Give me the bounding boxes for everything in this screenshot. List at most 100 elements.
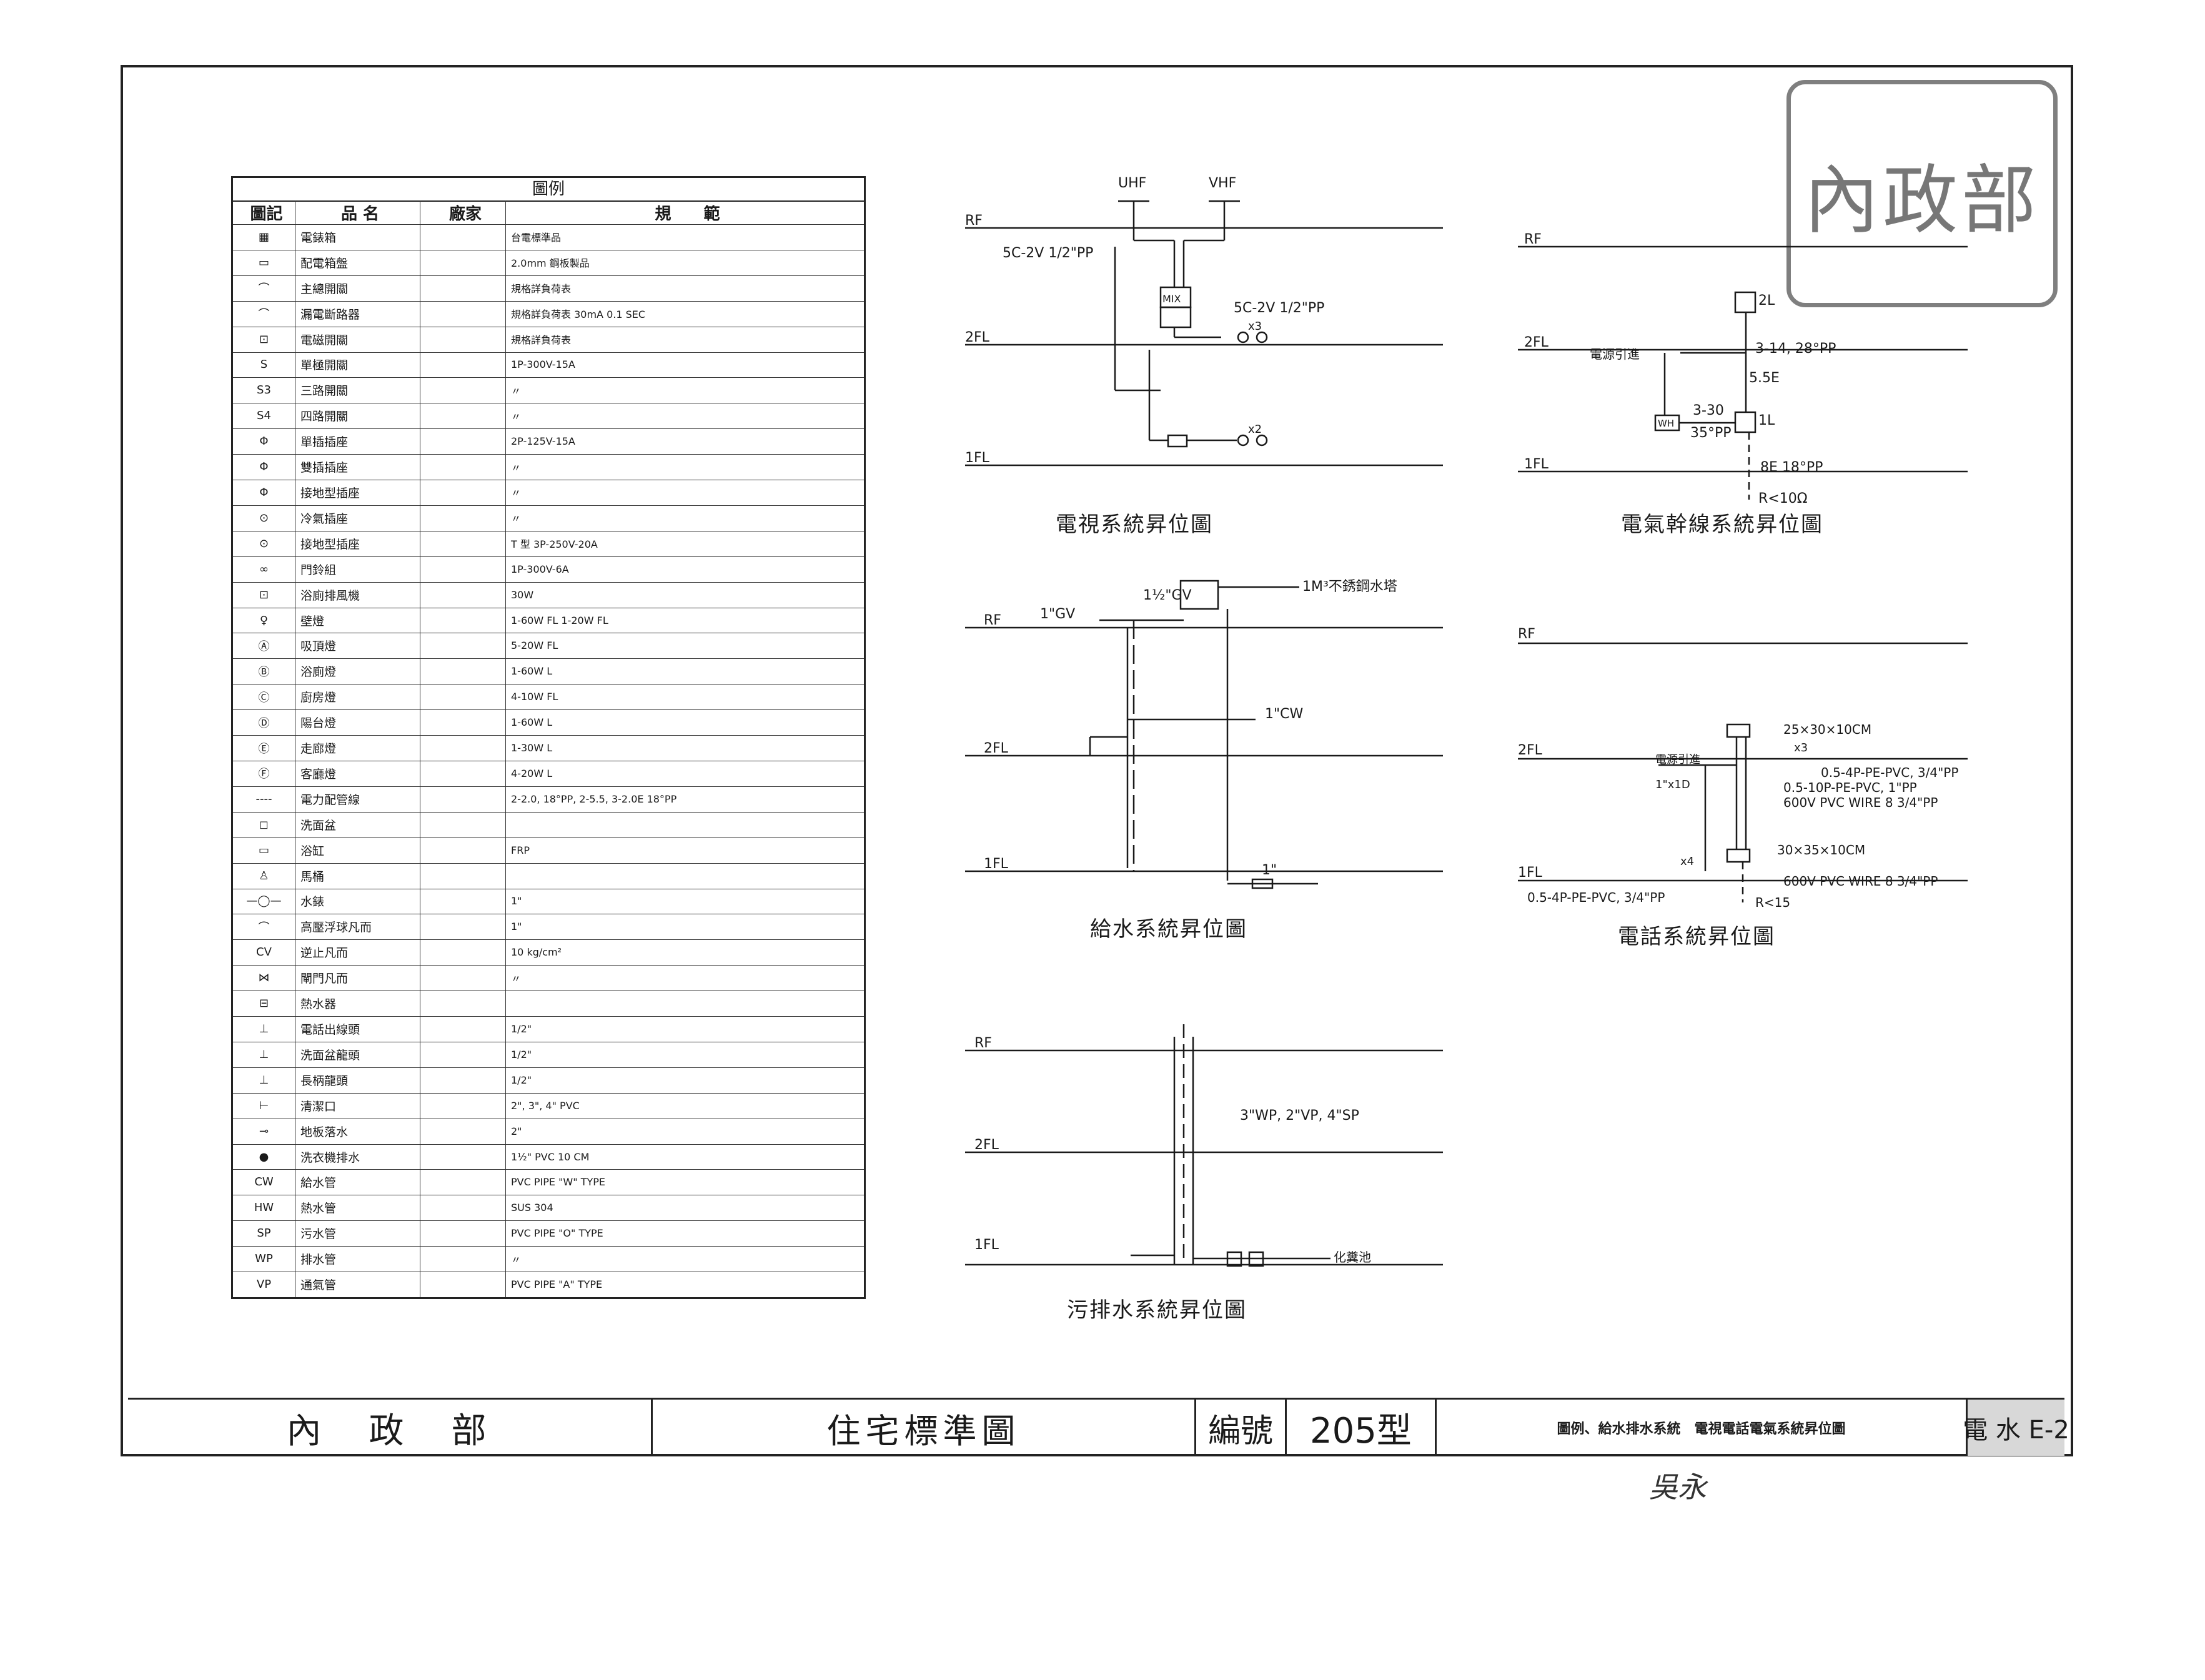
legend-symbol: ● [233,1144,295,1170]
legend-symbol: Ⓑ [233,658,295,684]
legend-symbol: ⋈ [233,965,295,991]
legend-spec: 1/2" [511,1022,532,1035]
legend-spec: 〃 [511,385,522,397]
power-sub2: 35°PP [1690,425,1732,441]
legend-spec: 1P-300V-15A [511,358,575,371]
legend-maker [420,1118,506,1144]
phone-x3: x3 [1794,741,1808,754]
legend-spec: 〃 [511,410,522,423]
legend-spec: 2.0mm 鋼板製品 [511,257,590,270]
legend-title: 圖例 [233,178,864,202]
legend-maker [420,377,506,403]
power-2fl-label: 2FL [1524,335,1549,350]
legend-name: 配電箱盤 [295,249,420,275]
legend-symbol: ♙ [233,862,295,889]
phone-2fl-label: 2FL [1518,743,1543,758]
legend-spec: 1-30W L [511,742,553,754]
legend-symbol: ⌒ [233,275,295,301]
water-gv2: 1½"GV [1143,588,1192,603]
legend-name: 走廊燈 [295,735,420,761]
legend-spec: 規格詳負荷表 30mA 0.1 SEC [511,309,646,321]
legend-maker [420,403,506,429]
legend-name: 馬桶 [295,862,420,889]
legend-spec: 〃 [511,513,522,525]
legend-spec: 1" [511,895,522,907]
legend-row: ⌒主總開關規格詳負荷表 [233,275,864,302]
tv-2fl-label: 2FL [965,330,990,345]
legend-maker [420,1220,506,1247]
legend-row: ◻洗面盆 [233,811,864,838]
legend-symbol: ⊙ [233,530,295,556]
legend-spec: 1-60W FL 1-20W FL [511,614,608,626]
legend-symbol: ---- [233,786,295,812]
legend-name: 電錶箱 [295,224,420,250]
legend-row: ⋈閘門凡而〃 [233,965,864,992]
legend-maker [420,581,506,608]
legend-name: 電話出線頭 [295,1016,420,1042]
legend-spec: 〃 [511,487,522,500]
phone-entry: 1"x1D [1655,778,1690,791]
legend-maker [420,735,506,761]
legend-maker [420,249,506,275]
legend-spec: 1/2" [511,1074,532,1086]
legend-symbol: ◻ [233,811,295,838]
phone-box-top: 25×30×10CM [1783,722,1871,737]
legend-spec: PVC PIPE "A" TYPE [511,1278,603,1291]
tb-agency: 內 政 部 [128,1400,653,1456]
legend-name: 排水管 [295,1246,420,1272]
phone-pipe-b: 0.5-10P-PE-PVC, 1"PP [1783,780,1917,795]
legend-name: 接地型插座 [295,530,420,556]
legend-maker [420,607,506,633]
drain-pipe: 3"WP, 2"VP, 4"SP [1240,1108,1359,1124]
legend-maker [420,530,506,556]
official-seal: 內政部 [1786,80,2058,307]
tb-code: 205型 [1287,1400,1437,1456]
legend-spec: 4-10W FL [511,691,558,703]
tv-diagram-title: 電視系統昇位圖 [1056,512,1213,537]
legend-spec: 〃 [511,1253,522,1266]
power-1l: 1L [1758,413,1775,428]
power-ground: 5.5E [1749,370,1780,386]
legend-name: 長柄龍頭 [295,1067,420,1093]
legend-spec: 1-60W L [511,716,553,729]
legend-header-row: 圖記品 名廠家規 範 [233,200,864,225]
power-wh: WH [1658,418,1674,429]
power-sub: 3-30 [1693,403,1724,418]
legend-name: 接地型插座 [295,480,420,505]
legend-name: 主總開關 [295,275,420,301]
legend-spec: PVC PIPE "O" TYPE [511,1227,603,1240]
tv-main-cable: 5C-2V 1/2"PP [1003,245,1093,261]
legend-symbol: Ⓐ [233,633,295,659]
legend-symbol: CW [233,1169,295,1195]
legend-symbol: ⊥ [233,1067,295,1093]
legend-maker [420,428,506,455]
legend-spec: 30W [511,588,534,601]
legend-spec: 規格詳負荷表 [511,334,572,347]
legend-name: 給水管 [295,1169,420,1195]
legend-name: 冷氣插座 [295,505,420,531]
legend-symbol: CV [233,939,295,966]
legend-maker [420,811,506,838]
legend-symbol: ⊸ [233,1118,295,1144]
legend-maker [420,888,506,914]
legend-name: 陽台燈 [295,709,420,736]
power-1fl-label: 1FL [1524,457,1549,472]
legend-maker [420,684,506,710]
legend-name: 洗衣機排水 [295,1144,420,1170]
drain-2fl-label: 2FL [974,1137,999,1153]
legend-row: ♙馬桶 [233,862,864,889]
legend-name: 洗面盆龍頭 [295,1041,420,1067]
legend-row: ⌒漏電斷路器規格詳負荷表 30mA 0.1 SEC [233,300,864,327]
phone-wire-b: 600V PVC WIRE 8 3/4"PP [1783,874,1938,889]
legend-row: ▦電錶箱台電標準品 [233,224,864,250]
legend-spec: SUS 304 [511,1202,553,1214]
legend-name: 高壓浮球凡而 [295,914,420,940]
